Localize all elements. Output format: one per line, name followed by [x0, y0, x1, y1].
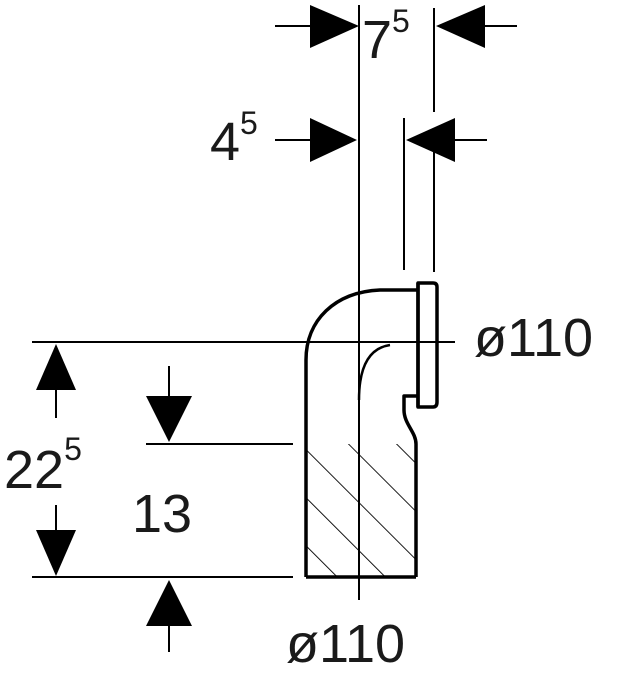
- dimension-top-width: 75: [362, 3, 410, 70]
- dimension-inner-height: 13: [132, 484, 192, 544]
- horizontal-dimension-lines: [32, 25, 517, 578]
- arrow-left-icon: [406, 118, 455, 162]
- dimension-outlet-diameter: ø110: [474, 308, 593, 368]
- arrow-down-icon: [36, 530, 76, 576]
- arrow-right-icon: [310, 118, 357, 162]
- arrow-left-icon: [436, 5, 485, 48]
- pipe-elbow: [304, 281, 439, 579]
- dimension-offset-width: 45: [210, 105, 258, 172]
- arrow-shafts: [55, 366, 170, 652]
- arrow-up-icon: [36, 344, 76, 390]
- dimension-inlet-diameter: ø110: [286, 614, 405, 673]
- dimension-total-height: 225: [4, 431, 82, 500]
- arrow-up-icon: [146, 580, 192, 626]
- arrow-right-icon: [310, 5, 359, 48]
- dimension-arrows: [36, 5, 485, 626]
- arrow-down-icon: [146, 396, 192, 442]
